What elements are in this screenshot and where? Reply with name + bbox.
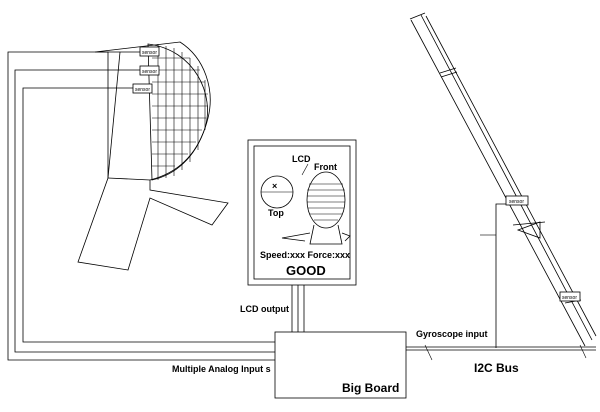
i2c-bus-label: I2C Bus (474, 361, 519, 375)
sensor-left-1: sensor (139, 46, 160, 57)
sensor-mast-2: sensor (559, 291, 581, 302)
rotor-assembly (77, 41, 229, 271)
rotor-hatching (152, 44, 208, 180)
sensor-label: sensor (142, 69, 157, 75)
top-mark: × (272, 181, 277, 191)
sensor-label: sensor (509, 199, 524, 205)
sensor-mast-1: sensor (505, 195, 529, 206)
sensor-label: sensor (135, 87, 150, 93)
lcd-label: LCD (292, 154, 311, 164)
lcd-output-wires (291, 285, 305, 332)
front-view (281, 171, 351, 245)
big-board: Big Board (274, 331, 407, 399)
gyroscope-input-label: Gyroscope input (416, 329, 488, 339)
lcd-output-label: LCD output (240, 304, 289, 314)
front-label: Front (314, 162, 337, 172)
big-board-label: Big Board (342, 381, 399, 395)
lcd-module: LCD Front × Top Speed:xxx Force:xxx GOOD (247, 139, 357, 286)
analog-inputs-label: Multiple Analog Input s (172, 364, 271, 374)
sensor-left-2: sensor (139, 65, 160, 76)
status-text: GOOD (286, 263, 326, 278)
sensor-label: sensor (562, 295, 577, 301)
sensor-label: sensor (142, 50, 157, 56)
top-view: × Top (260, 175, 294, 218)
i2c-bus (406, 344, 596, 361)
readout-text: Speed:xxx Force:xxx (260, 250, 350, 260)
top-label: Top (268, 208, 284, 218)
analog-wires (7, 51, 275, 361)
mast-assembly (409, 12, 597, 348)
sensor-left-3: sensor (132, 83, 153, 94)
